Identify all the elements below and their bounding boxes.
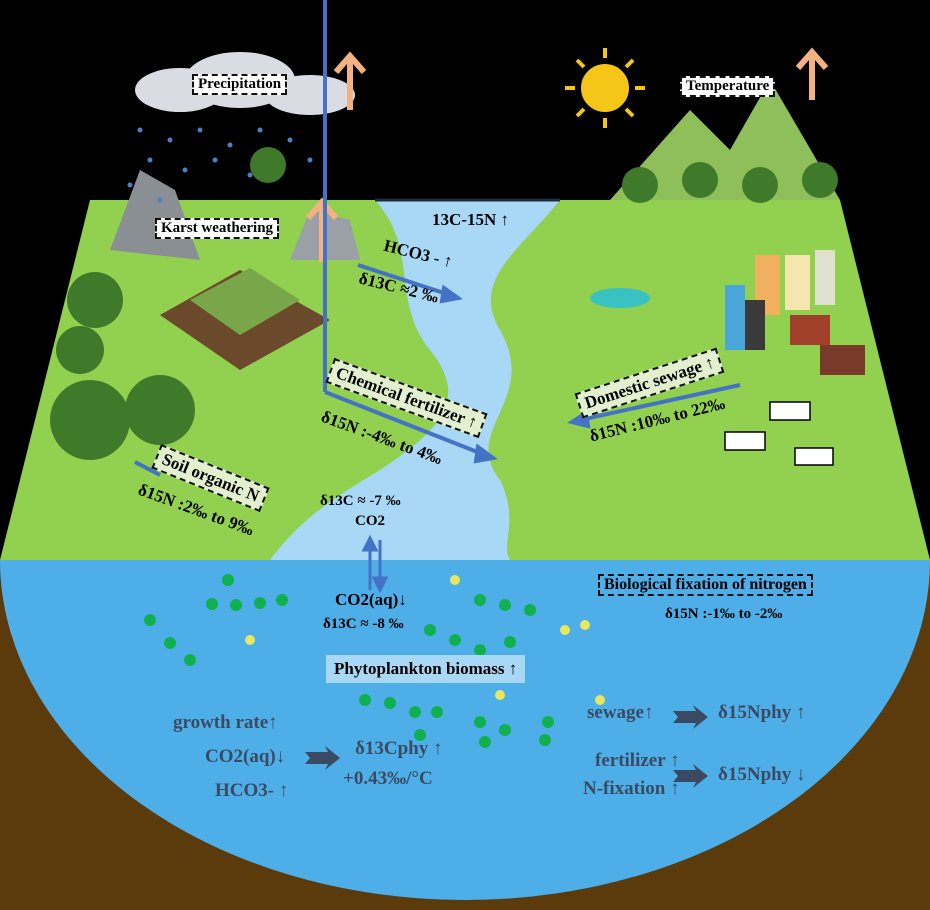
d13c-phy-label: δ13Cphy ↑ — [355, 738, 443, 759]
temperature-label: Temperature — [680, 76, 776, 97]
trees — [50, 147, 838, 460]
co2aq-down-label: CO2(aq)↓ — [205, 746, 286, 767]
cows — [724, 401, 834, 466]
sewage-up-label: sewage↑ — [587, 702, 654, 723]
co2aq-label: CO2(aq)↓ — [335, 590, 407, 609]
co2-exchange-arrows — [361, 534, 389, 594]
result-arrows — [305, 705, 708, 788]
phyto-biomass-label: Phytoplankton biomass ↑ — [326, 655, 526, 683]
hco3-up-label: HCO3- ↑ — [215, 780, 289, 801]
precipitation-label: Precipitation — [192, 74, 288, 95]
d15n-fixation-label: δ15N :-1‰ to -2‰ — [665, 606, 783, 622]
sun-icon — [565, 48, 645, 128]
pond — [590, 288, 650, 308]
nfix-up-label: N-fixation ↑ — [583, 778, 680, 799]
d13c-co2aq-label: δ13C ≈ -8 ‰ — [323, 616, 404, 632]
fertilizer-up-label: fertilizer ↑ — [595, 750, 680, 771]
city — [725, 250, 865, 375]
d15n-phy-down-label: δ15Nphy ↓ — [718, 764, 806, 785]
phytoplankton-cells — [144, 574, 554, 748]
mountains — [610, 80, 840, 200]
lake — [0, 560, 930, 900]
d13c-co2-label: δ13C ≈ -7 ‰ — [320, 493, 401, 509]
rain — [127, 127, 313, 203]
d15n-phy-up-label: δ15Nphy ↑ — [718, 702, 806, 723]
river — [270, 200, 560, 560]
temp-coeff-label: +0.43‰/°C — [343, 768, 433, 789]
increase-arrow-icons — [305, 47, 829, 262]
diatom-cells — [245, 575, 605, 705]
karst-weathering-label: Karst weathering — [155, 218, 280, 239]
growth-rate-label: growth rate↑ — [173, 712, 278, 733]
co2-label: CO2 — [355, 513, 385, 529]
c-n-label: 13C-15N ↑ — [432, 210, 509, 229]
bio-fixation-label: Biological fixation of nitrogen — [598, 574, 813, 596]
flow-arrows — [134, 0, 741, 477]
